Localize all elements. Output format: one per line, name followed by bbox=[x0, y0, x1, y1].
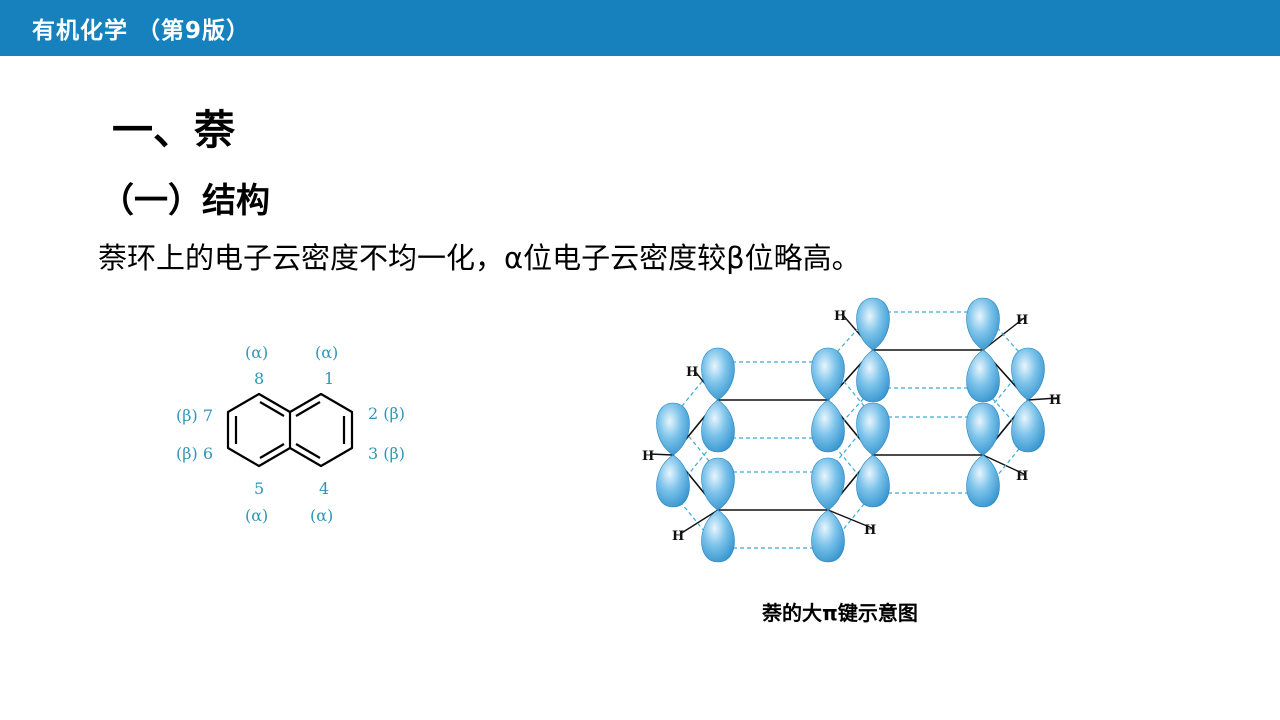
naphthalene-bonds bbox=[226, 392, 354, 468]
label-position-2: 2 (β) bbox=[368, 404, 405, 423]
p-orbital-lobe bbox=[811, 457, 845, 511]
label-position-4: 4 bbox=[319, 479, 329, 498]
pi-bond-orbital-diagram: H H H H H H H H bbox=[642, 297, 1061, 563]
p-orbital-lobe bbox=[966, 297, 1000, 351]
p-orbital-lobe bbox=[656, 454, 690, 508]
c-h-bond bbox=[982, 454, 1025, 475]
p-orbital-lobe bbox=[1011, 347, 1045, 401]
p-orbital-lobe bbox=[701, 457, 735, 511]
label-alpha-1: (α) bbox=[315, 343, 338, 362]
label-position-3: 3 (β) bbox=[368, 444, 405, 463]
c-h-bond bbox=[827, 509, 873, 529]
c-h-bond bbox=[679, 509, 719, 535]
label-position-8: 8 bbox=[254, 369, 264, 388]
hydrogen-labels: H H H H H H H H bbox=[642, 309, 1061, 544]
p-orbital-lobe bbox=[811, 399, 845, 453]
p-orbital-lobe bbox=[1011, 399, 1045, 453]
label-position-5: 5 bbox=[254, 479, 264, 498]
hydrogen-label: H bbox=[834, 309, 846, 324]
c-h-bond bbox=[649, 453, 674, 456]
hydrogen-label: H bbox=[686, 365, 698, 380]
p-orbital-lobe bbox=[656, 402, 690, 456]
p-orbital-lobes bbox=[656, 297, 1045, 563]
slide-subheading: （一）结构 bbox=[100, 181, 270, 221]
naphthalene-structure: (α) (α) 8 1 (β) 7 2 (β) (β) 6 3 (β) 5 4 … bbox=[176, 343, 405, 525]
label-alpha-4: (α) bbox=[310, 506, 333, 525]
hydrogen-label: H bbox=[1016, 469, 1028, 484]
hydrogen-label: H bbox=[864, 523, 876, 538]
hydrogen-label: H bbox=[672, 529, 684, 544]
p-orbital-lobe bbox=[966, 349, 1000, 403]
orbital-diagram-caption: 萘的大π键示意图 bbox=[762, 601, 918, 625]
c-h-bond bbox=[1027, 397, 1058, 401]
label-alpha-5: (α) bbox=[245, 506, 268, 525]
p-orbital-lobe bbox=[701, 399, 735, 453]
slide-body-text: 萘环上的电子云密度不均一化，α位电子云密度较β位略高。 bbox=[98, 241, 861, 275]
p-orbital-lobe bbox=[966, 454, 1000, 508]
label-position-1: 1 bbox=[324, 369, 334, 388]
p-orbital-lobe bbox=[811, 347, 845, 401]
label-position-6: (β) 6 bbox=[176, 444, 213, 463]
hydrogen-label: H bbox=[642, 449, 654, 464]
header-bar: 有机化学 （第9版） bbox=[0, 0, 1280, 56]
p-orbital-lobe bbox=[856, 454, 890, 508]
label-position-7: (β) 7 bbox=[176, 406, 213, 425]
p-orbital-lobe bbox=[856, 297, 890, 351]
header-title: 有机化学 （第9版） bbox=[32, 18, 251, 44]
p-orbital-lobe bbox=[811, 509, 845, 563]
p-orbital-lobe bbox=[966, 402, 1000, 456]
hydrogen-label: H bbox=[1016, 313, 1028, 328]
hydrogen-label: H bbox=[1049, 393, 1061, 408]
p-orbital-lobe bbox=[701, 347, 735, 401]
p-orbital-lobe bbox=[856, 349, 890, 403]
label-alpha-8: (α) bbox=[245, 343, 268, 362]
slide-heading: 一、萘 bbox=[112, 106, 235, 154]
p-orbital-lobe bbox=[701, 509, 735, 563]
p-orbital-lobe bbox=[856, 402, 890, 456]
